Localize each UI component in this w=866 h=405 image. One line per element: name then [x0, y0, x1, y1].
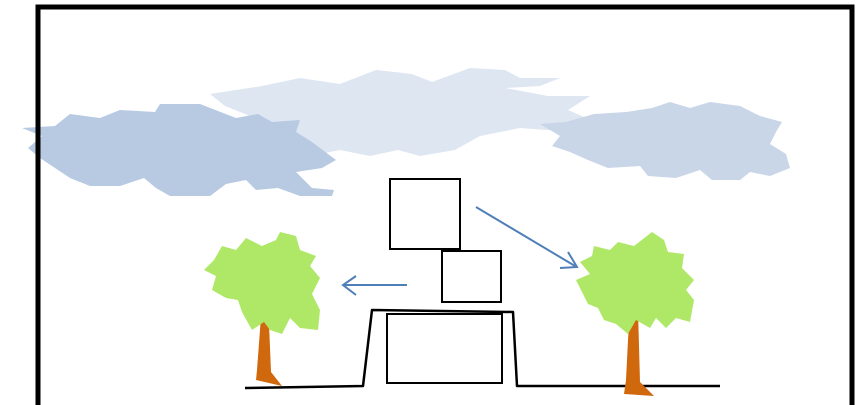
illustration-canvas [0, 0, 866, 405]
background [0, 0, 866, 405]
